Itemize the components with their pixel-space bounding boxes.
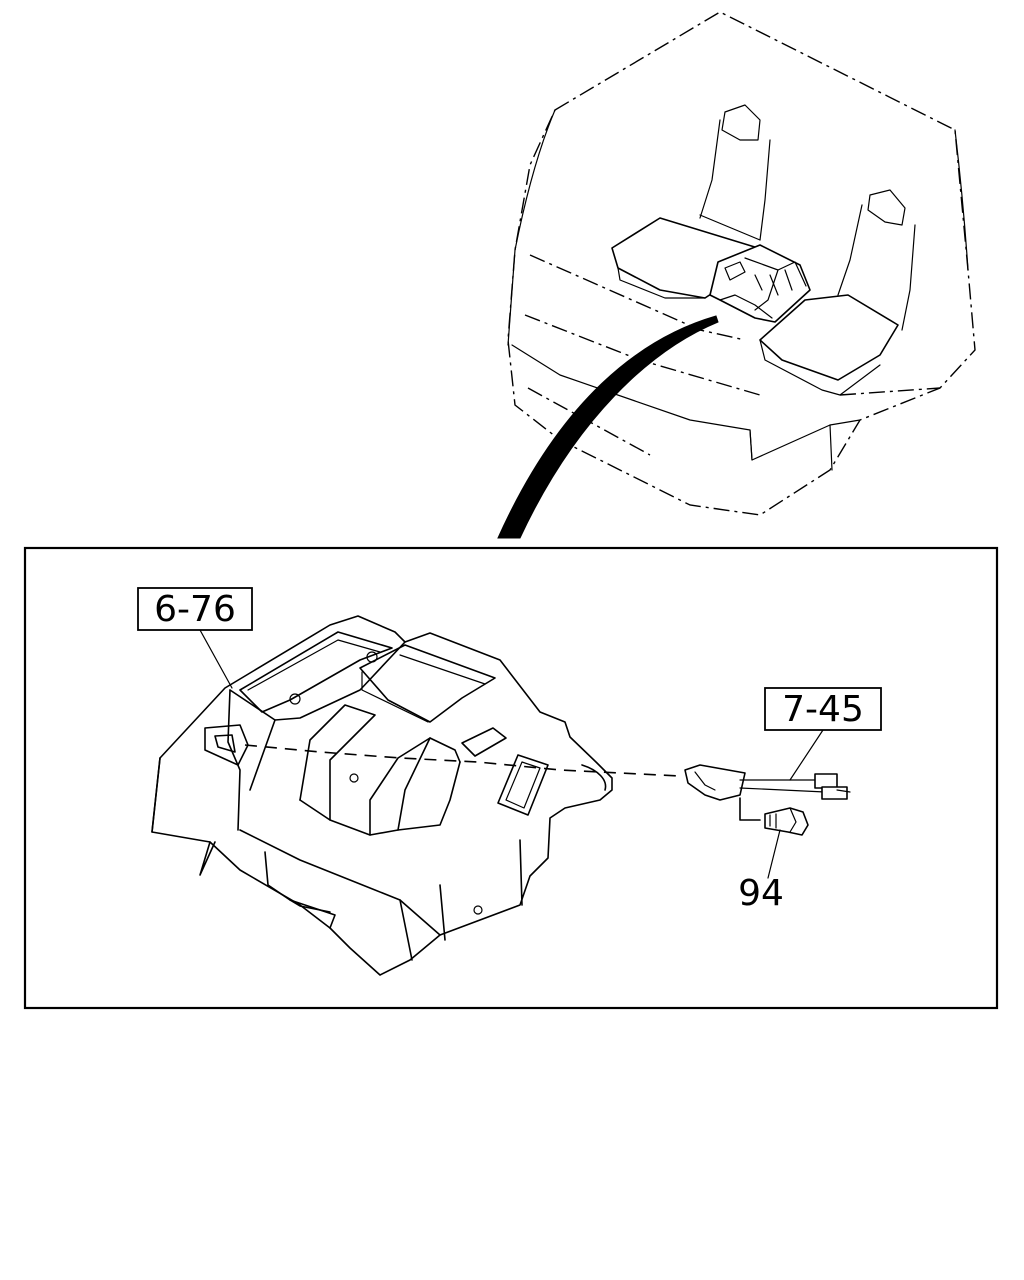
callout-label-6-76: 6-76	[154, 589, 236, 630]
cab-overview	[507, 11, 976, 516]
detail-box	[23, 546, 999, 1010]
callout-box-6-76	[137, 587, 253, 631]
connection-line	[244, 744, 681, 777]
leader-7-45	[789, 729, 824, 781]
callout-label-94: 94	[738, 873, 784, 914]
leader-sweep	[497, 315, 719, 539]
console-large	[151, 615, 613, 976]
callout-label-7-45: 7-45	[782, 689, 864, 730]
callout-box-7-45	[764, 687, 882, 731]
right-seat	[759, 189, 916, 396]
part-94-clip	[739, 797, 809, 836]
console-small	[709, 244, 811, 323]
leader-6-76	[199, 629, 233, 689]
leader-94	[767, 829, 781, 879]
part-7-45-switch	[684, 764, 851, 801]
